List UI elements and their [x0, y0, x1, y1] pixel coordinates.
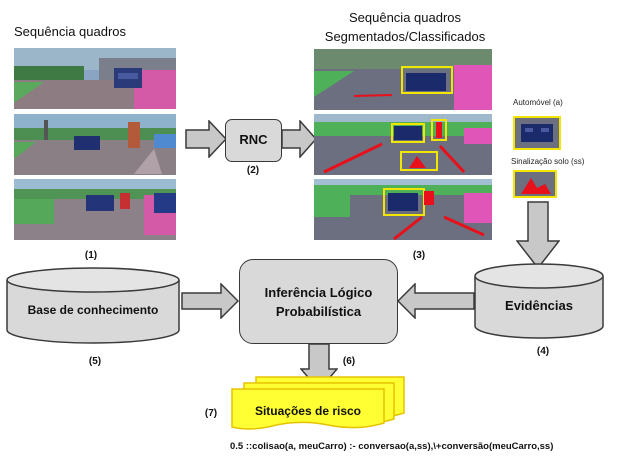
- input-frame-1: [14, 48, 176, 109]
- segmented-caption-1: Sequência quadros: [348, 10, 462, 25]
- label-6: (6): [342, 356, 356, 367]
- rnc-box: RNC: [225, 119, 282, 162]
- inference-box: Inferência Lógico Probabilística: [239, 259, 398, 344]
- sign-sample-image: [513, 170, 557, 198]
- sign-sample-label: Sinalização solo (ss): [511, 157, 585, 166]
- arrow-frames-to-rnc: [185, 120, 227, 158]
- label-7: (7): [204, 408, 218, 419]
- knowledge-base-label: Base de conhecimento: [27, 303, 159, 317]
- probabilistic-rule: 0.5 ::colisao(a, meuCarro) :- conversao(…: [230, 441, 554, 452]
- evidence-label: Evidências: [505, 298, 573, 313]
- arrow-evidence-to-inference: [397, 283, 475, 319]
- rnc-label: RNC: [239, 132, 268, 147]
- label-1: (1): [84, 250, 98, 261]
- label-4: (4): [536, 346, 550, 357]
- car-sample-label: Automóvel (a): [513, 98, 563, 107]
- input-frame-3: [14, 179, 176, 240]
- risk-documents: [231, 376, 405, 430]
- inference-line1: Inferência Lógico: [264, 285, 373, 300]
- label-2: (2): [246, 165, 260, 176]
- segmented-caption-2: Segmentados/Classificados: [324, 29, 486, 44]
- arrow-kb-to-inference: [181, 283, 239, 319]
- segmented-frame-3: [314, 179, 492, 240]
- segmented-frame-1: [314, 49, 492, 110]
- evidence-cylinder: [474, 263, 604, 339]
- frames-caption: Sequência quadros: [14, 24, 127, 39]
- risk-label: Situações de risco: [254, 404, 362, 418]
- label-3: (3): [412, 250, 426, 261]
- knowledge-base-cylinder: [6, 267, 180, 344]
- inference-line2: Probabilística: [275, 304, 362, 319]
- segmented-frame-2: [314, 114, 492, 175]
- car-sample-image: [513, 116, 561, 150]
- label-5: (5): [88, 356, 102, 367]
- arrow-rnc-to-segmented: [281, 120, 317, 158]
- input-frame-2: [14, 114, 176, 175]
- arrow-samples-to-evidence: [516, 201, 560, 269]
